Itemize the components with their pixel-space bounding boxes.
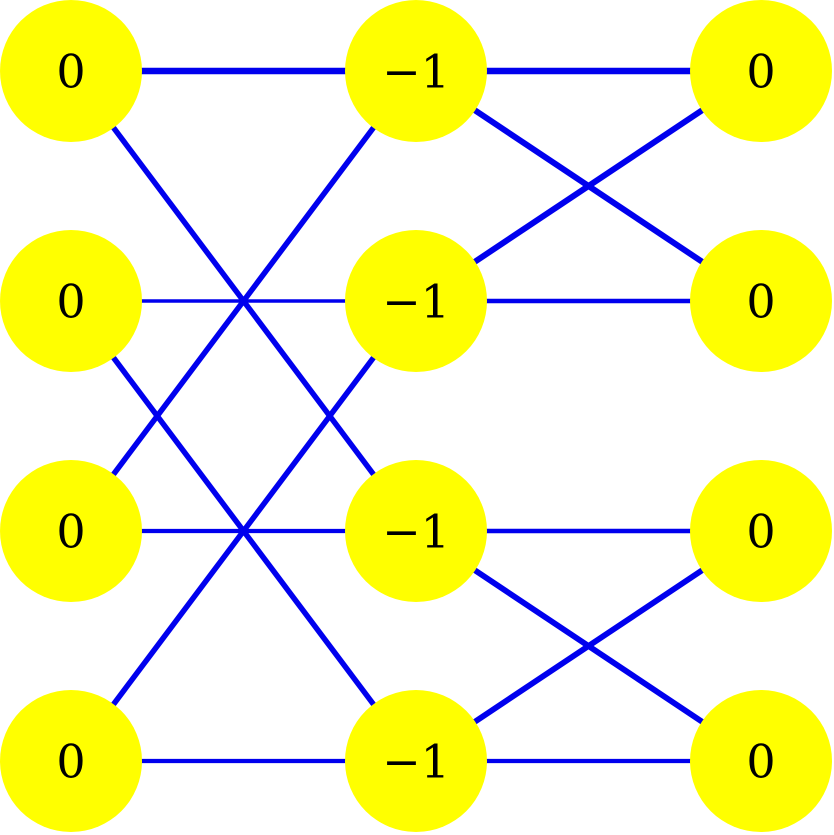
node-label-R2: 0 [746,275,775,329]
node-L1: 0 [0,0,142,142]
node-R2: 0 [690,230,832,372]
node-circle-L1 [0,0,142,142]
node-circle-L2 [0,230,142,372]
node-circle-R4 [690,690,832,832]
node-circle-M4 [345,690,487,832]
node-L4: 0 [0,690,142,832]
node-label-R1: 0 [746,45,775,99]
node-circle-M1 [345,0,487,142]
node-label-R4: 0 [746,735,775,789]
node-label-M1: −1 [382,45,450,99]
node-circle-R1 [690,0,832,142]
node-R3: 0 [690,460,832,602]
node-label-L4: 0 [56,735,85,789]
node-label-M4: −1 [382,735,450,789]
node-R1: 0 [690,0,832,142]
node-circle-M3 [345,460,487,602]
node-M1: −1 [345,0,487,142]
node-label-L3: 0 [56,505,85,559]
node-label-R3: 0 [746,505,775,559]
node-label-M3: −1 [382,505,450,559]
node-label-L1: 0 [56,45,85,99]
node-label-M2: −1 [382,275,450,329]
node-label-L2: 0 [56,275,85,329]
node-M4: −1 [345,690,487,832]
node-circle-L3 [0,460,142,602]
node-M2: −1 [345,230,487,372]
node-M3: −1 [345,460,487,602]
node-L2: 0 [0,230,142,372]
node-circle-L4 [0,690,142,832]
node-circle-R3 [690,460,832,602]
node-L3: 0 [0,460,142,602]
node-R4: 0 [690,690,832,832]
node-circle-R2 [690,230,832,372]
edge-L4-M2 [68,299,419,763]
node-circle-M2 [345,230,487,372]
